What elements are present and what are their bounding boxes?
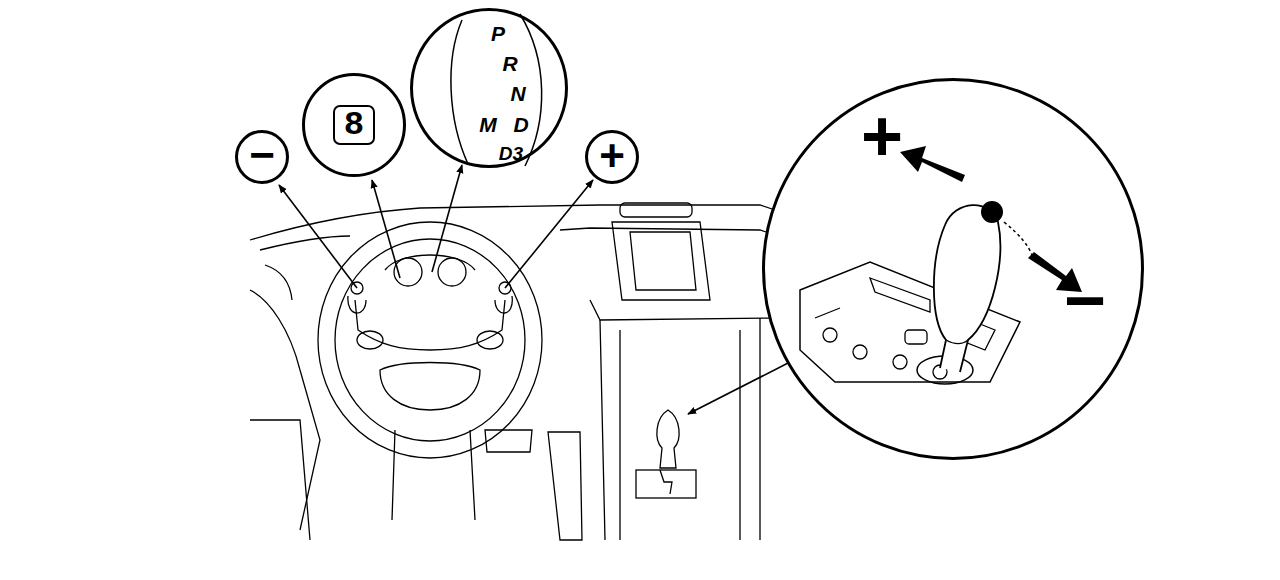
dash-line [260, 236, 350, 250]
shift-lever [657, 410, 679, 468]
vent [620, 203, 692, 217]
gear-indicator-circle: PRNMD D3 [410, 8, 568, 168]
dash-line [560, 228, 790, 240]
gear-letter: P [491, 23, 505, 44]
wheel-button [357, 331, 383, 349]
leader-arrow [432, 165, 462, 272]
wheel-button [477, 331, 503, 349]
leader-arrow [688, 362, 790, 414]
console-top [590, 300, 780, 320]
plus-sign: + [861, 100, 903, 172]
dash-side [250, 290, 320, 530]
console-side [600, 318, 760, 540]
dash-top [250, 205, 790, 240]
leader-arrow [279, 185, 357, 288]
node-drawing [410, 8, 568, 168]
gate-base [636, 470, 696, 498]
steering-wheel [318, 222, 542, 458]
gauge [438, 258, 466, 286]
display-circle: 8 [302, 73, 406, 177]
paddle [348, 296, 512, 313]
gate-slot [660, 470, 672, 494]
gear-letter: M [479, 114, 497, 135]
minus-sign: − [249, 133, 275, 177]
center-screen [612, 222, 710, 300]
leader-arrow [505, 180, 593, 288]
minus-sign: − [1064, 264, 1106, 336]
wheel-spoke [355, 300, 505, 350]
gear-digit: 8 [344, 108, 364, 142]
steering-column [392, 430, 475, 520]
gear-letter: R [502, 53, 517, 74]
door-line [250, 420, 310, 540]
center-screen [630, 232, 696, 290]
gear-letter: N [510, 83, 525, 104]
steering-wheel [335, 239, 525, 441]
plus-paddle-circle: + [585, 130, 639, 184]
shift-lever-zoom-circle: +− [762, 78, 1144, 460]
leader-arrow [372, 180, 400, 278]
pedal [548, 432, 582, 540]
pedal [485, 430, 532, 452]
minus-paddle-circle: − [235, 130, 289, 184]
console-side [620, 330, 740, 540]
gear-letter: D3 [499, 144, 523, 163]
plus-sign: + [599, 134, 625, 178]
wheel-hub [380, 363, 480, 411]
dash-side [265, 265, 292, 300]
gear-letter: D [513, 114, 528, 135]
